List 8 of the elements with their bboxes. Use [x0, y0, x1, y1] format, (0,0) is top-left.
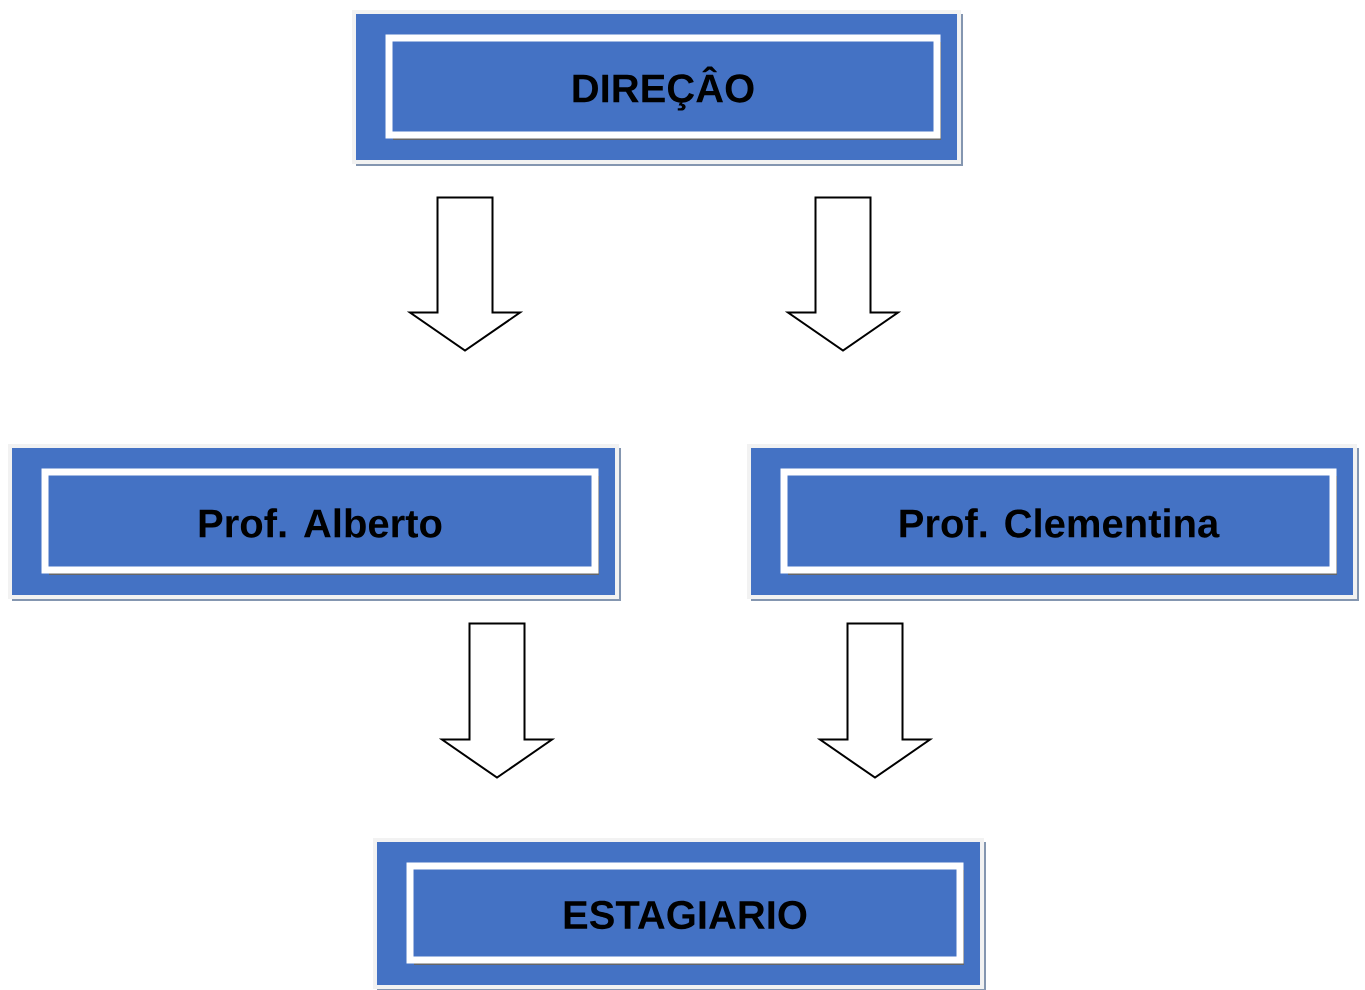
block-arrow: [816, 622, 934, 779]
block-arrow: [784, 196, 902, 352]
org-box: ESTAGIARIO: [373, 838, 986, 990]
org-box: Prof. Alberto: [8, 444, 621, 601]
block-arrow: [438, 622, 556, 779]
org-box: Prof. Clementina: [747, 444, 1359, 601]
org-box: DIREÇÂO: [352, 10, 963, 166]
block-arrow: [406, 196, 524, 352]
